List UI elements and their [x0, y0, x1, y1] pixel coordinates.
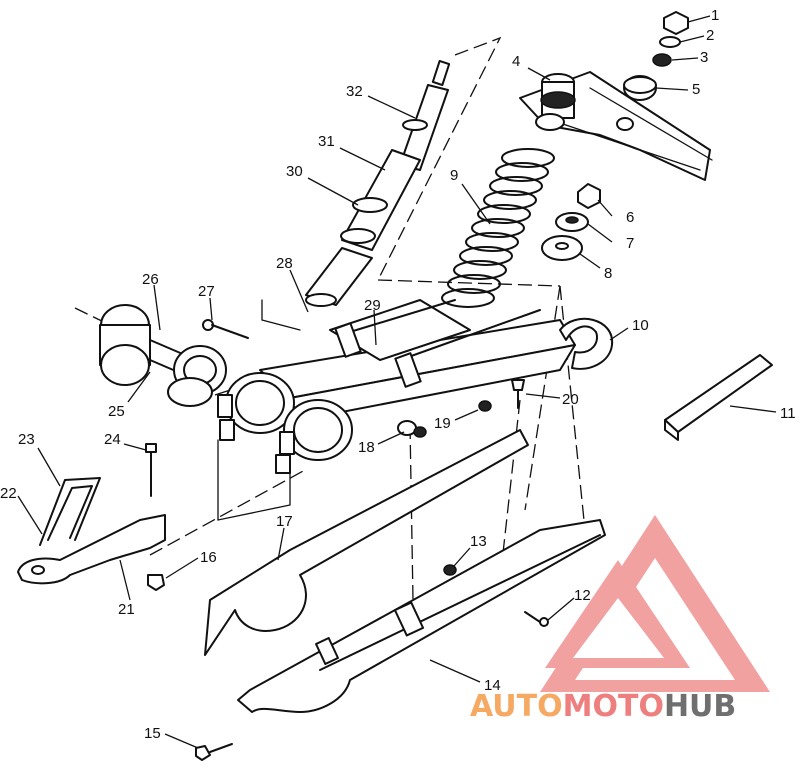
callout-17: 17 — [276, 513, 293, 530]
callout-4: 4 — [512, 53, 520, 70]
bolt-27 — [202, 319, 249, 339]
callout-14: 14 — [484, 677, 501, 694]
callout-11: 11 — [780, 405, 796, 422]
watermark-text: AUTOMOTOHUB — [470, 689, 736, 724]
callout-19: 19 — [434, 415, 451, 432]
callout-28: 28 — [276, 255, 293, 272]
slide-rail-assembly — [195, 429, 606, 761]
watermark-logo-icon — [540, 515, 770, 692]
callout-2: 2 — [706, 27, 714, 44]
callout-18: 18 — [358, 439, 375, 456]
lower-mount-hardware — [541, 183, 601, 261]
swing-arm-frame — [217, 299, 614, 521]
watermark-part-auto: AUTO — [470, 689, 563, 724]
alignment-lines — [74, 36, 586, 601]
callout-16: 16 — [200, 549, 217, 566]
callout-31: 31 — [318, 133, 335, 150]
callout-24: 24 — [104, 431, 121, 448]
callout-25: 25 — [108, 403, 125, 420]
callout-10: 10 — [632, 317, 649, 334]
bushing-assembly — [99, 304, 227, 407]
square-tube — [664, 354, 773, 441]
callout-3: 3 — [700, 49, 708, 66]
callout-26: 26 — [142, 271, 159, 288]
callout-labels: 1 2 3 4 5 6 7 8 9 10 11 12 13 14 15 16 1… — [0, 7, 796, 742]
callout-20: 20 — [562, 391, 579, 408]
shock-absorber — [441, 73, 576, 308]
callout-6: 6 — [626, 209, 634, 226]
callout-21: 21 — [118, 601, 135, 618]
callout-32: 32 — [346, 83, 363, 100]
watermark-part-hub: HUB — [664, 689, 736, 724]
callout-8: 8 — [604, 265, 612, 282]
leader-lines — [17, 15, 777, 749]
callout-27: 27 — [198, 283, 215, 300]
callout-9: 9 — [450, 167, 458, 184]
callout-29: 29 — [364, 297, 381, 314]
callout-7: 7 — [626, 235, 634, 252]
front-strut — [305, 59, 451, 307]
callout-5: 5 — [692, 81, 700, 98]
callout-12: 12 — [574, 587, 591, 604]
callout-30: 30 — [286, 163, 303, 180]
watermark-part-moto: MOTO — [563, 689, 664, 724]
callout-1: 1 — [711, 7, 719, 24]
callout-15: 15 — [144, 725, 161, 742]
callout-22: 22 — [0, 485, 17, 502]
callout-23: 23 — [18, 431, 35, 448]
bracket-assembly — [17, 443, 166, 591]
callout-13: 13 — [470, 533, 487, 550]
